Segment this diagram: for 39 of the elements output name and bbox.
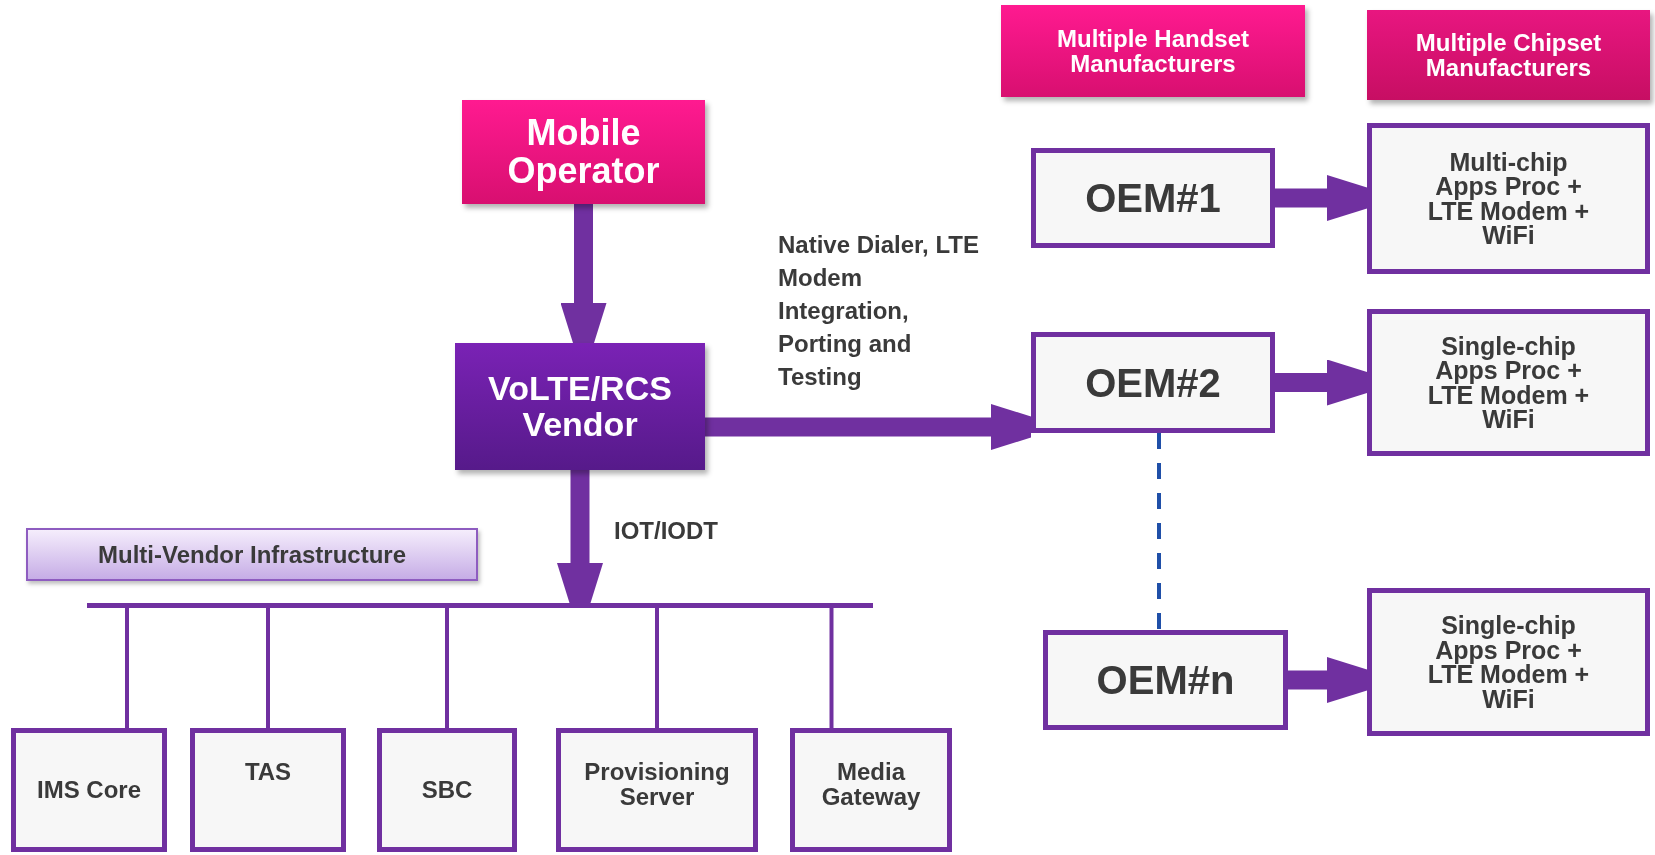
connector-line <box>829 608 834 728</box>
component-box <box>1043 630 1288 730</box>
node-label: OEM#n <box>1096 659 1235 701</box>
component-box <box>1367 588 1650 736</box>
node-label: OEM#1 <box>1085 177 1221 219</box>
component-box <box>556 728 758 852</box>
group-band <box>26 528 478 581</box>
component-box <box>1031 332 1275 433</box>
component-box <box>1367 309 1650 456</box>
node-label: SBC <box>421 777 473 803</box>
node-label: Media Gateway <box>820 759 922 810</box>
dashed-line <box>1157 433 1161 630</box>
vendor-box <box>455 343 705 470</box>
node-label: Multiple Handset Manufacturers <box>1056 25 1250 77</box>
role-box <box>1001 5 1305 97</box>
node-label: Provisioning Server <box>583 759 731 810</box>
component-box <box>1031 148 1275 248</box>
node-label: Single-chip Apps Proc + LTE Modem + WiFi <box>1426 333 1591 432</box>
role-box <box>462 100 705 204</box>
node-label: Multiple Chipset Manufacturers <box>1414 29 1603 81</box>
node-label: Single-chip Apps Proc + LTE Modem + WiFi <box>1426 613 1591 711</box>
component-box <box>190 728 346 852</box>
connector-line <box>445 608 449 728</box>
component-box <box>377 728 517 852</box>
node-label: Multi-chip Apps Proc + LTE Modem + WiFi <box>1426 149 1591 248</box>
node-label: OEM#2 <box>1085 361 1221 404</box>
node-label: IMS Core <box>37 777 141 803</box>
component-box <box>790 728 952 852</box>
component-box <box>1367 123 1650 274</box>
node-label: Mobile Operator <box>506 114 661 190</box>
connector-line <box>655 608 659 728</box>
node-label: VoLTE/RCS Vendor <box>487 370 673 443</box>
component-box <box>11 728 167 852</box>
connector-line <box>125 608 129 728</box>
bus-bar <box>87 603 873 608</box>
connector-line <box>266 608 270 728</box>
role-box <box>1367 10 1650 100</box>
node-label: Multi-Vendor Infrastructure <box>98 541 406 568</box>
node-label: TAS <box>244 759 292 785</box>
